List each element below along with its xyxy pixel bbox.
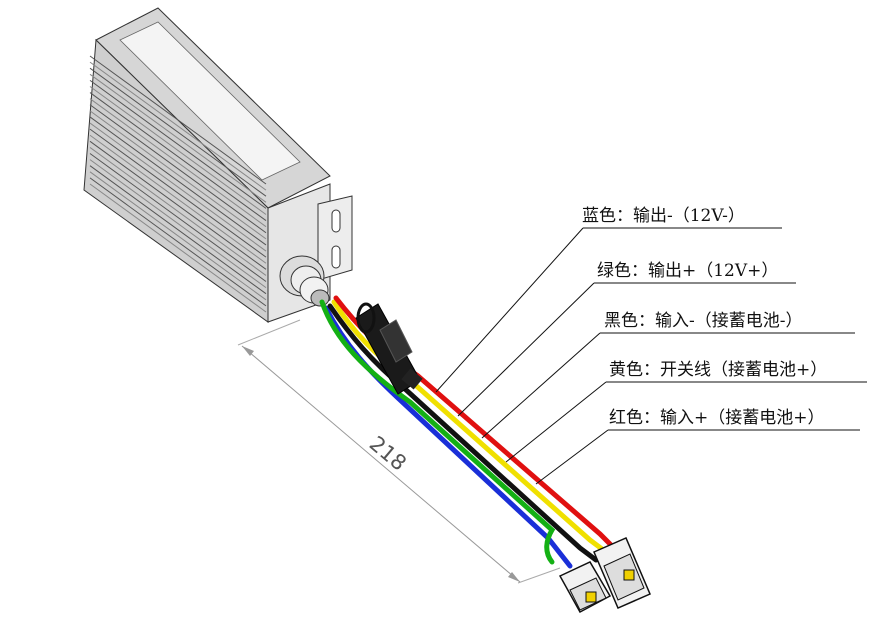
heat-sink-fins	[89, 55, 267, 313]
leader-green	[457, 282, 595, 417]
connector-output	[558, 561, 612, 614]
heat-sink-fin	[89, 134, 267, 264]
heat-sink-fin	[89, 128, 267, 258]
heat-sink-fin	[89, 183, 267, 313]
converter-housing	[83, 7, 353, 323]
heat-sink-fin	[89, 159, 267, 289]
leader-red	[535, 429, 609, 485]
label-black-input-negative: 黑色：输入-（接蓄电池-）	[604, 311, 803, 331]
label-red-input-positive: 红色：输入+（接蓄电池+）	[609, 408, 825, 428]
heat-sink-fin	[89, 147, 267, 276]
heat-sink-fin	[89, 86, 267, 215]
leader-black	[481, 332, 601, 439]
cable-gland	[279, 255, 330, 307]
heat-sink-fin	[89, 140, 267, 270]
dimension-line	[241, 345, 521, 583]
inline-fuse-holder	[355, 302, 423, 395]
heat-sink-fin	[89, 171, 267, 301]
label-green-output-positive: 绿色：输出+（12V+）	[597, 261, 779, 281]
dimension-value: 218	[365, 431, 411, 475]
heat-sink-fin	[89, 73, 267, 203]
heat-sink-fin	[89, 165, 267, 295]
wire-green	[319, 299, 556, 565]
leader-lines	[435, 227, 867, 485]
heat-sink-fin	[89, 79, 267, 209]
wire-harness	[319, 295, 615, 569]
label-blue-output-negative: 蓝色：输出-（12V-）	[582, 206, 745, 226]
heat-sink-fin	[89, 98, 267, 228]
heat-sink-fin	[89, 55, 267, 185]
leader-yellow	[505, 381, 607, 463]
connector-input	[593, 537, 651, 609]
heat-sink-fin	[89, 61, 267, 191]
heat-sink-fin	[89, 110, 267, 240]
heat-sink-fin	[89, 92, 267, 221]
label-yellow-switch-line: 黄色：开关线（接蓄电池+）	[609, 360, 828, 380]
heat-sink-fin	[89, 122, 267, 252]
heat-sink-fin	[89, 177, 267, 307]
heat-sink-fin	[89, 104, 267, 234]
heat-sink-fin	[89, 153, 267, 282]
heat-sink-fin	[89, 67, 267, 197]
heat-sink-fin	[89, 116, 267, 246]
leader-blue	[435, 227, 584, 393]
